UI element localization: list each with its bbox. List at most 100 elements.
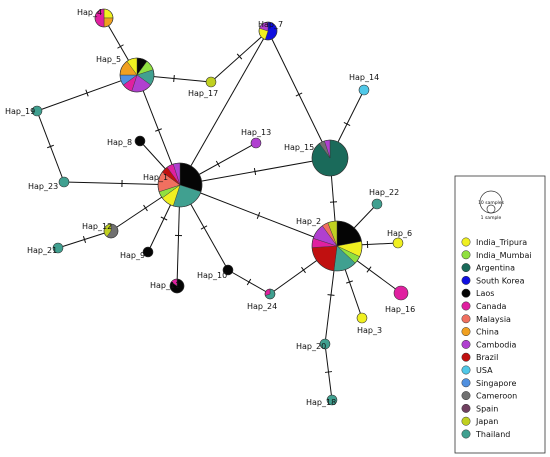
legend-swatch [461, 403, 471, 413]
node-hap23 [58, 176, 70, 188]
mutation-tick [173, 74, 175, 83]
label-hap6: Hap_6 [387, 229, 412, 238]
node-hap7 [258, 21, 278, 41]
label-hap14: Hap_14 [349, 73, 379, 82]
node-hap1 [157, 162, 203, 208]
network-nodes [31, 8, 409, 406]
legend-swatch [461, 378, 471, 388]
label-hap16: Hap_16 [385, 305, 415, 314]
node-hap18 [326, 394, 338, 406]
node-hap13 [250, 137, 262, 149]
mutation-tick [117, 44, 124, 49]
node-outline [258, 21, 278, 41]
legend-label: Malaysia [476, 315, 511, 324]
mutation-tick [327, 294, 335, 296]
mutation-tick [256, 212, 261, 219]
pie-slice [358, 84, 370, 96]
pie-slice [326, 394, 338, 406]
label-hap5: Hap_5 [96, 55, 121, 64]
legend-swatch [461, 429, 471, 439]
label-hap19: Hap_19 [5, 107, 35, 116]
legend-swatch [461, 314, 471, 324]
label-hap21: Hap_21 [27, 246, 57, 255]
pie-slice [319, 338, 331, 350]
label-hap18: Hap_18 [306, 398, 336, 407]
node-hap2 [311, 220, 363, 272]
label-hap15: Hap_15 [284, 143, 314, 152]
node-hap21 [52, 242, 64, 254]
node-outline [103, 223, 119, 239]
node-outline [119, 57, 155, 93]
network-edges [36, 17, 402, 401]
legend-swatch [461, 275, 471, 285]
mutation-tick [160, 216, 168, 221]
pie-slice [58, 176, 70, 188]
node-hap3 [356, 312, 368, 324]
label-hap23: Hap_23 [28, 182, 58, 191]
legend-swatch [461, 365, 471, 375]
mutation-tick [295, 92, 303, 97]
mutation-tick [236, 53, 243, 60]
size-key: 10 samples 1 sample [478, 190, 505, 221]
size-key-small-circle [486, 204, 496, 214]
legend-swatch [461, 416, 471, 426]
node-hap24 [264, 288, 276, 300]
mutation-tick [246, 278, 252, 286]
label-hap22: Hap_22 [369, 188, 399, 197]
mutation-tick [301, 266, 306, 274]
legend-swatch [461, 391, 471, 401]
legend-swatch [461, 352, 471, 362]
label-hap9: Hap_9 [120, 251, 145, 260]
node-outline [157, 162, 203, 208]
pie-slice [356, 312, 368, 324]
label-hap20: Hap_20 [296, 342, 326, 351]
node-hap4 [94, 8, 114, 28]
legend-swatch [461, 301, 471, 311]
label-hap8: Hap_8 [107, 138, 132, 147]
node-hap16 [393, 285, 409, 301]
legend-label: Spain [476, 404, 498, 413]
label-hap11: Hap_11 [150, 281, 180, 290]
node-outline [169, 278, 185, 294]
legend-swatch [461, 250, 471, 260]
size-key-small-label: 1 sample [481, 215, 502, 221]
node-hap15 [311, 139, 349, 177]
legend-label: Brazil [476, 353, 498, 362]
mutation-tick [366, 266, 372, 273]
pie-slice [250, 137, 262, 149]
legend-label: Laos [476, 289, 494, 298]
label-hap24: Hap_24 [247, 302, 277, 311]
node-hap14 [358, 84, 370, 96]
label-hap1: Hap_1 [143, 173, 168, 182]
legend-label: Canada [476, 302, 507, 311]
pie-slice [142, 246, 154, 258]
mutation-tick [324, 371, 333, 373]
node-hap19 [31, 105, 43, 117]
label-hap13: Hap_13 [241, 128, 271, 137]
node-hap6 [392, 237, 404, 249]
node-hap5 [119, 57, 155, 93]
node-labels: Hap_1Hap_2Hap_3Hap_4Hap_5Hap_6Hap_7Hap_8… [5, 8, 415, 407]
node-outline [311, 220, 363, 272]
pie-slice [393, 285, 409, 301]
label-hap2: Hap_2 [296, 217, 321, 226]
pie-slice [31, 105, 43, 117]
legend-label: Cameroon [476, 392, 517, 401]
node-outline [94, 8, 114, 28]
legend-swatch [461, 263, 471, 273]
pie-slice [222, 264, 234, 276]
legend-label: Singapore [476, 379, 516, 388]
node-outline [311, 139, 349, 177]
legend-swatch [461, 288, 471, 298]
label-hap3: Hap_3 [357, 326, 382, 335]
pie-slice [311, 245, 338, 272]
mutation-tick [346, 280, 353, 284]
legend-items: India_TripuraIndia_MumbaiArgentinaSouth … [461, 237, 532, 439]
legend-label: India_Tripura [476, 238, 527, 247]
node-hap17 [205, 76, 217, 88]
legend-swatch [461, 327, 471, 337]
legend-label: USA [476, 366, 493, 375]
pie-slice [392, 237, 404, 249]
mutation-tick [155, 128, 162, 132]
